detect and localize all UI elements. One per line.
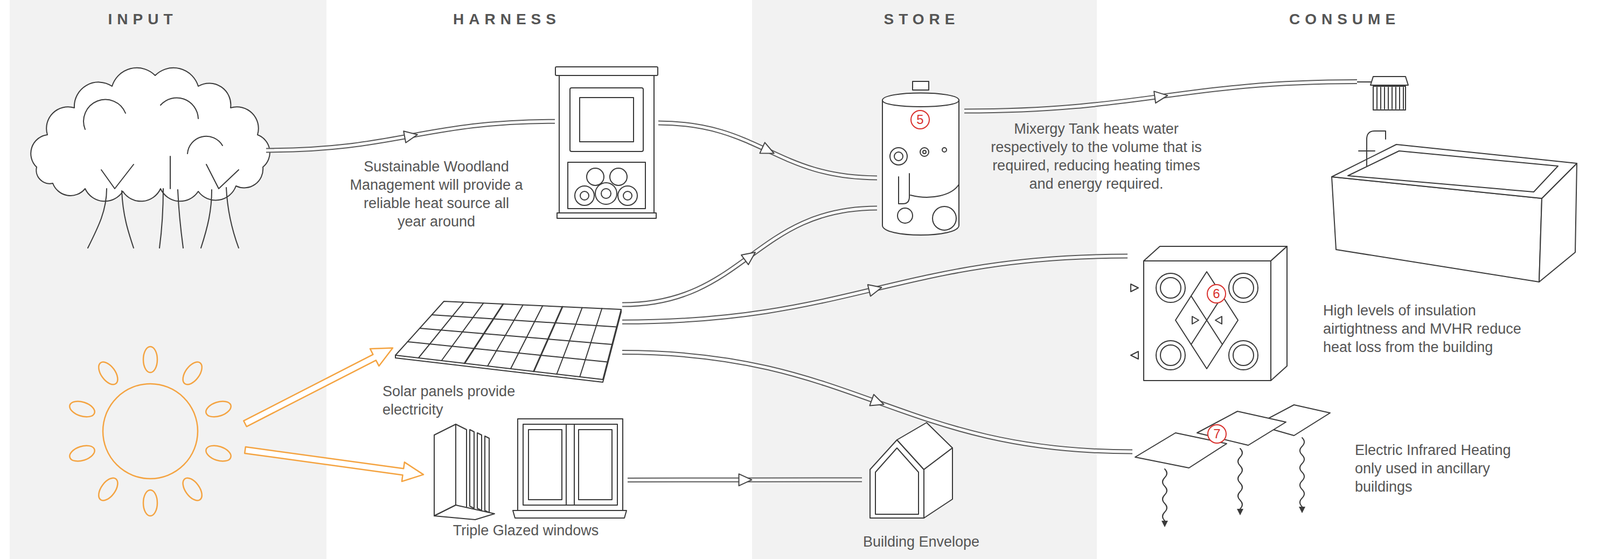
- infrared-heaters-illustration: [1132, 402, 1332, 531]
- mvhr-illustration: [1127, 241, 1291, 383]
- arrowhead: [759, 142, 774, 153]
- shower-head: [1357, 70, 1414, 119]
- pipe-core: [658, 122, 878, 178]
- triple-glazed-windows: Triple Glazed windows: [423, 413, 628, 521]
- shower-illustration: [1357, 70, 1414, 119]
- solar-panels: Solar panels provide electricity: [392, 295, 623, 383]
- house-illustration: [861, 418, 955, 521]
- wood-stove: [554, 66, 659, 220]
- pipe-core: [622, 352, 1133, 452]
- infrared-heaters: 7Electric Infrared Heating only used in …: [1132, 402, 1332, 531]
- callout-number: 6: [1206, 283, 1227, 304]
- pipe-connector: [627, 473, 862, 486]
- sunlight-arrow: [243, 348, 393, 427]
- pipe-connector: [622, 352, 1133, 452]
- pipe-core: [622, 207, 878, 305]
- bath-illustration: [1326, 117, 1582, 286]
- pipe-outline: [622, 352, 1133, 452]
- mixergy-tank: 5: [877, 80, 965, 240]
- arrowhead: [867, 284, 882, 296]
- solar-arrow: [244, 446, 424, 482]
- caption-text: Building Envelope: [829, 532, 1013, 551]
- caption-text: High levels of insulation airtightness a…: [1323, 301, 1550, 357]
- caption-text: Triple Glazed windows: [434, 520, 618, 540]
- pipe-core: [622, 255, 1128, 322]
- pipe-outline: [658, 122, 878, 178]
- sun: [56, 336, 246, 526]
- caption-text: Electric Infrared Heating only used in a…: [1354, 440, 1541, 496]
- column-header: HARNESS: [399, 10, 615, 29]
- arrowhead: [739, 473, 753, 486]
- arrowhead: [403, 130, 418, 143]
- pipe-core: [266, 121, 555, 151]
- pipe-outline: [622, 207, 878, 305]
- sun-illustration: [56, 336, 246, 526]
- solar-panels-illustration: [392, 295, 623, 383]
- pipe-connector: [964, 81, 1358, 112]
- sunlight-arrow: [244, 446, 424, 482]
- pipe-outline: [622, 255, 1128, 322]
- edge-label: Mixergy Tank heats water respectively to…: [985, 119, 1207, 193]
- building-envelope: Building Envelope: [861, 418, 955, 521]
- arrowhead: [741, 252, 756, 265]
- pipe-connector: [658, 122, 878, 178]
- wood-stove-illustration: [554, 66, 659, 220]
- column-header: CONSUME: [1236, 10, 1453, 29]
- mvhr-unit: 6High levels of insulation airtightness …: [1127, 241, 1291, 383]
- pipe-outline: [266, 121, 555, 151]
- pipe-connector: [266, 121, 555, 151]
- arrowhead: [869, 394, 884, 406]
- column-header: STORE: [814, 10, 1030, 29]
- windows-illustration: [423, 413, 628, 521]
- trees-illustration: [25, 53, 267, 251]
- mixergy-tank-illustration: [877, 80, 965, 240]
- pipe-connector: [622, 207, 878, 305]
- woodland-trees: [25, 53, 267, 251]
- edge-label: Sustainable Woodland Management will pro…: [347, 157, 526, 231]
- pipe-outline: [964, 81, 1358, 112]
- callout-number: 7: [1207, 423, 1227, 444]
- arrowhead: [1153, 91, 1168, 103]
- solar-arrow: [243, 348, 393, 427]
- pipe-connector: [622, 255, 1128, 322]
- callout-number: 5: [910, 109, 930, 130]
- caption-text: Solar panels provide electricity: [382, 381, 545, 419]
- column-header: INPUT: [35, 10, 251, 29]
- pipe-core: [964, 81, 1358, 112]
